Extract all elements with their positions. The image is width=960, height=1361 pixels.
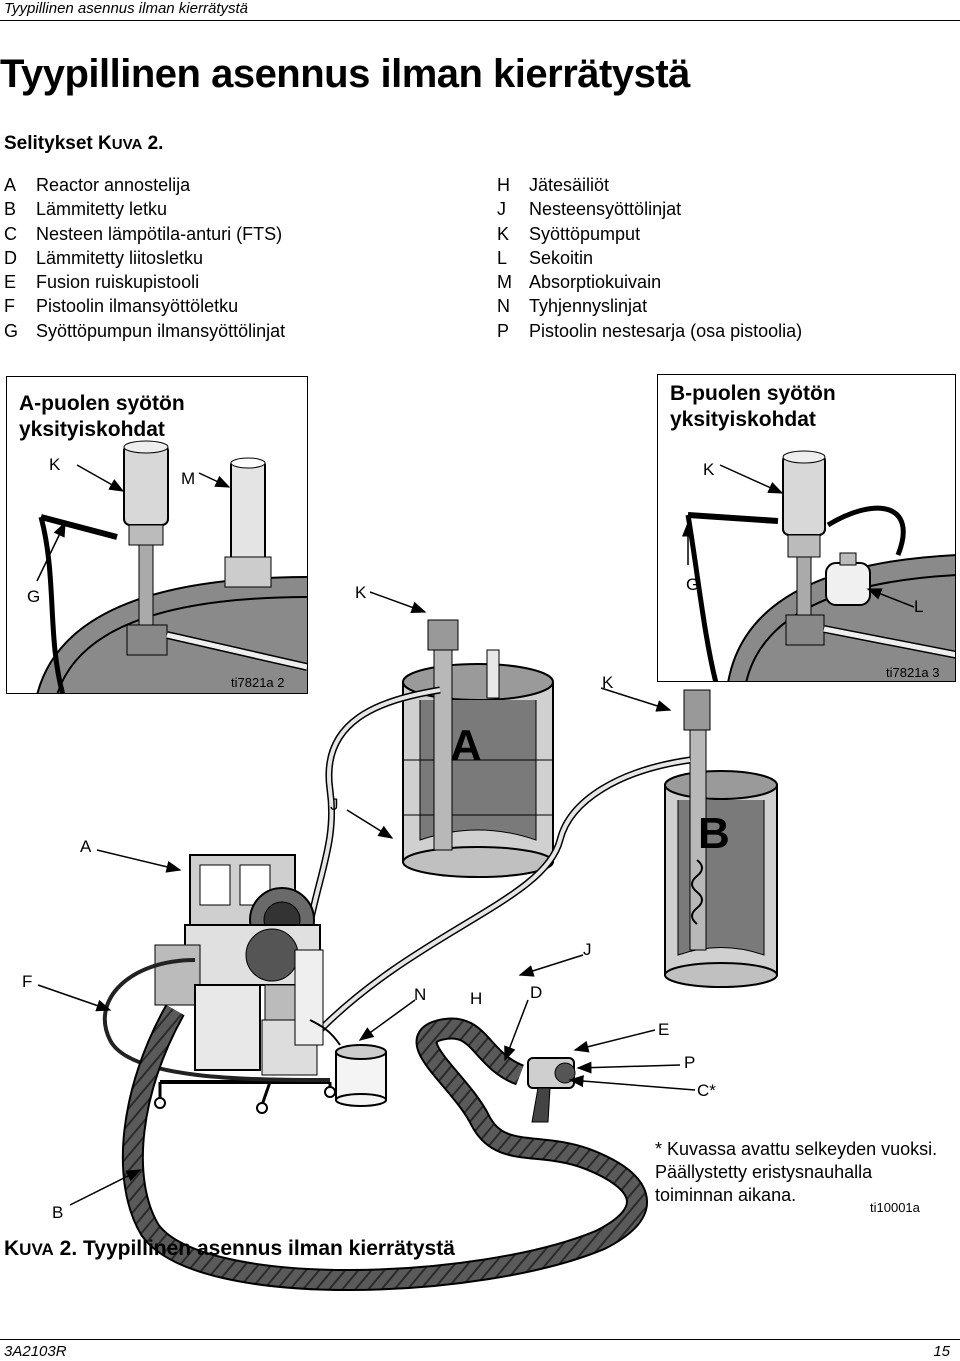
callout-c: C* [697,1081,716,1100]
inset-a-callout-g: G [27,587,41,606]
inset-b-callout-l: L [914,597,924,616]
drum-b-label: B [698,809,730,858]
callout-k-b-drum: K [602,673,614,692]
inset-a-illustration [36,440,307,693]
inset-a-callout-m: M [181,469,196,488]
callout-k-a-drum: K [355,583,367,602]
drum-a-label: A [450,721,482,770]
running-header: Tyypillinen asennus ilman kierrätystä [4,0,248,17]
callout-f: F [22,972,32,991]
inset-b-title: B-puolen syötön yksityiskohdat [670,382,836,431]
inset-a-side-feed: A-puolen syötön yksityiskohdat K M G ti7… [6,376,308,694]
inset-b-ref: ti7821a 3 [886,665,940,680]
inset-a-title: A-puolen syötön yksityiskohdat [19,392,185,441]
callout-j-lower: J [583,940,592,959]
main-figure-ref: ti10001a [870,1200,921,1215]
callout-d: D [530,983,542,1002]
legend-intro: Selitykset KUVA 2. [4,133,164,154]
waste-container [309,1019,387,1107]
inset-a-ref: ti7821a 2 [231,675,285,690]
drum-b: B [664,689,778,988]
inset-b-callout-k: K [703,460,715,479]
inset-b-callout-g: G [686,575,700,594]
inset-b-side-feed: B-puolen syötön yksityiskohdat K G L ti7… [657,374,956,682]
inset-a-callout-k: K [49,455,61,474]
callout-n: N [414,985,426,1004]
callout-j-upper: J [330,795,339,814]
callout-h: H [470,989,482,1008]
callout-p: P [684,1053,695,1072]
callout-a: A [80,837,92,856]
callout-b: B [52,1203,63,1222]
callout-e: E [658,1020,669,1039]
spray-gun [527,1057,576,1123]
footer-doc-code: 3A2103R [4,1343,67,1360]
header-rule [0,20,960,21]
figure-caption: KUVA 2. Tyypillinen asennus ilman kierrä… [4,1237,455,1260]
footer-rule [0,1339,960,1340]
inset-b-illustration [682,450,955,681]
figure-footnote: * Kuvassa avattu selkeyden vuoksi. Pääll… [655,1139,938,1205]
footer-page-number: 15 [933,1343,950,1360]
drum-a: A [402,619,554,878]
page-title: Tyypillinen asennus ilman kierrätystä [0,52,690,96]
reactor-proportioner [154,854,336,1114]
